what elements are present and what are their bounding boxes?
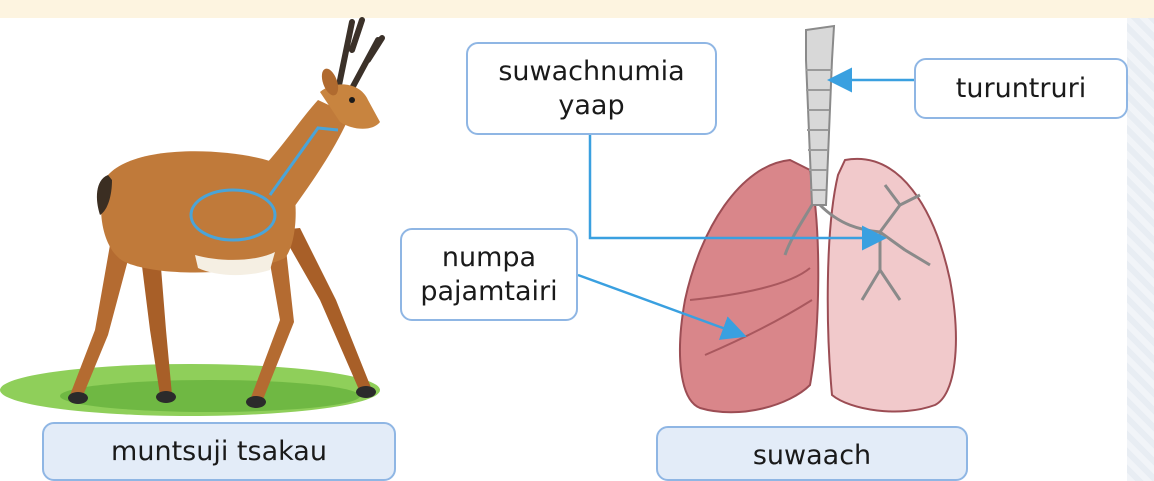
deer-caption: muntsuji tsakau [42, 422, 396, 481]
bronchi-label-line1: suwachnumia [498, 55, 684, 89]
deer-caption-text: muntsuji tsakau [111, 435, 327, 469]
trachea-label-text: turuntruri [956, 72, 1086, 106]
bronchi-label-line2: yaap [558, 89, 624, 123]
left-lung [680, 160, 818, 412]
deer-illustration [0, 20, 382, 416]
alveoli-label: numpa pajamtairi [400, 228, 578, 321]
bronchi-label: suwachnumia yaap [466, 42, 717, 135]
lungs-caption: suwaach [656, 426, 968, 481]
trachea [806, 26, 834, 205]
trachea-label: turuntruri [914, 58, 1128, 119]
alveoli-label-line2: pajamtairi [420, 275, 557, 309]
alveoli-label-line1: numpa [442, 241, 536, 275]
lungs-caption-text: suwaach [753, 439, 871, 473]
